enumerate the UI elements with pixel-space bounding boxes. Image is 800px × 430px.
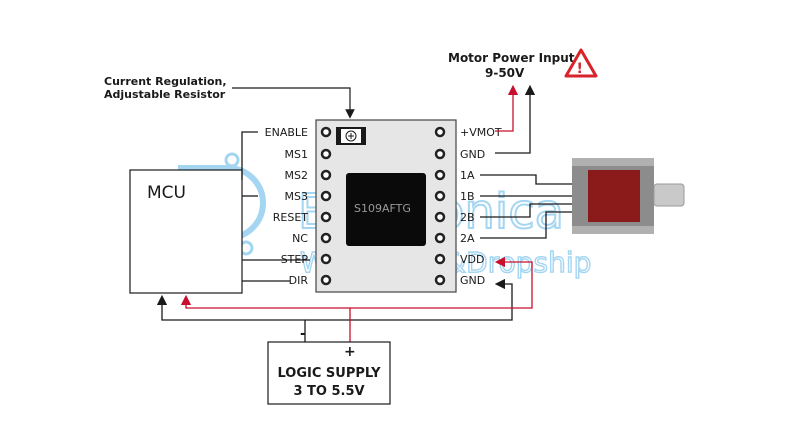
right-pin-hole-2: [434, 148, 446, 160]
pin-label-gnd-motor: GND: [460, 148, 485, 161]
pin-label-reset: RESET: [273, 211, 309, 224]
wire-logic-gnd-driver: [305, 278, 513, 321]
logic-supply-box: [267, 341, 391, 405]
motor-power-title: Motor Power Input: [448, 51, 575, 65]
right-pin-hole-5: [434, 211, 446, 223]
wire-logic-vdd-driver: [350, 256, 533, 309]
pin-label-vdd: VDD: [460, 253, 484, 266]
pin-label-nc: NC: [292, 232, 308, 245]
driver-chip: [346, 173, 426, 246]
left-pin-labels: ENABLE MS1 MS2 MS3 RESET NC STEP DIR: [265, 126, 309, 287]
right-pin-hole-4: [434, 190, 446, 202]
pin-holes-left: [320, 126, 332, 286]
pin-label-ms1: MS1: [285, 148, 308, 161]
logic-supply-title: LOGIC SUPPLY: [277, 366, 381, 381]
pin-holes-right: [434, 126, 446, 286]
left-pin-hole-8: [320, 274, 332, 286]
warning-triangle-icon: !: [564, 48, 598, 78]
logic-supply-voltage: 3 TO 5.5V: [293, 384, 364, 399]
left-pin-hole-4: [320, 190, 332, 202]
pin-label-2b: 2B: [460, 211, 475, 224]
logic-supply-plus: +: [344, 344, 356, 360]
mcu-box: [129, 169, 243, 294]
pin-label-ms3: MS3: [285, 190, 308, 203]
annotation-leader: [232, 87, 355, 119]
pin-label-gnd-logic: GND: [460, 274, 485, 287]
pin-label-dir: DIR: [289, 274, 309, 287]
potentiometer-icon: [336, 127, 366, 145]
left-pin-hole-6: [320, 232, 332, 244]
pin-label-ms2: MS2: [285, 169, 308, 182]
right-pin-hole-1: [434, 126, 446, 138]
right-pin-hole-6: [434, 232, 446, 244]
pin-label-1b: 1B: [460, 190, 475, 203]
pin-label-enable: ENABLE: [265, 126, 308, 139]
wire-enable: [241, 131, 258, 180]
annotation-line2: Adjustable Resistor: [104, 88, 226, 101]
stepper-motor-icon: [572, 158, 685, 234]
left-pin-hole-3: [320, 169, 332, 181]
svg-text:!: !: [577, 61, 583, 77]
pin-label-1a: 1A: [460, 169, 475, 182]
right-pin-hole-8: [434, 274, 446, 286]
left-pin-hole-1: [320, 126, 332, 138]
annotation-line1: Current Regulation,: [104, 75, 227, 88]
right-pin-labels: +VMOT GND 1A 1B 2B 2A VDD GND: [460, 126, 502, 287]
left-pin-hole-2: [320, 148, 332, 160]
logic-supply-minus: -: [300, 326, 306, 342]
chip-label: S109AFTG: [354, 202, 411, 215]
wire-logic-vdd-mcu: [180, 294, 351, 342]
left-pin-hole-5: [320, 211, 332, 223]
wire-logic-gnd: [156, 294, 306, 342]
signal-wires: [241, 131, 310, 282]
wire-vmot: [495, 84, 519, 132]
mcu-label: MCU: [147, 183, 186, 203]
wire-gnd-motor: [495, 84, 536, 154]
motor-power-voltage: 9-50V: [485, 66, 525, 80]
pin-label-vmot: +VMOT: [460, 126, 502, 139]
right-pin-hole-3: [434, 169, 446, 181]
right-pin-hole-7: [434, 253, 446, 265]
left-pin-hole-7: [320, 253, 332, 265]
pin-label-2a: 2A: [460, 232, 475, 245]
